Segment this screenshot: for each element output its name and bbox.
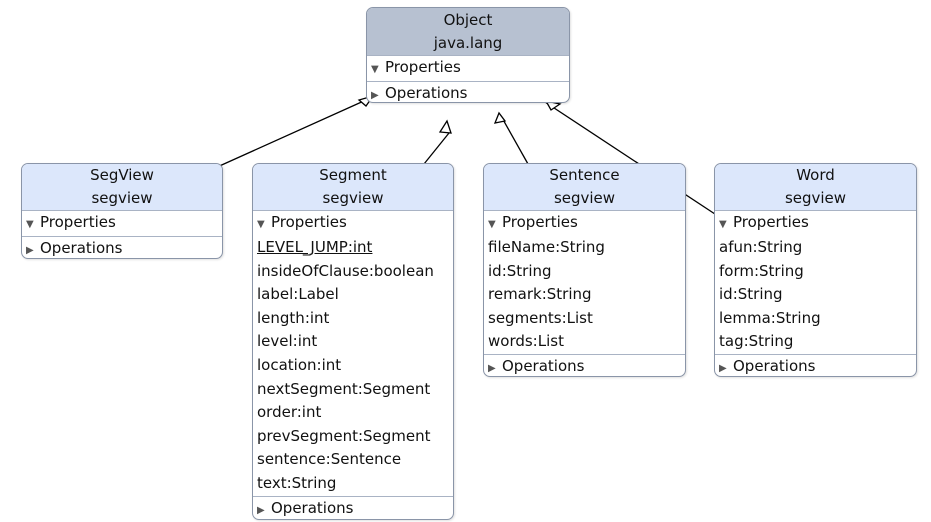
triangle-down-icon: ▼ [719,219,727,230]
properties-label: Properties [271,213,347,231]
operations-label: Operations [40,239,123,257]
operations-section[interactable]: ▶ Operations [22,237,222,258]
class-package: java.lang [433,34,503,52]
properties-toggle[interactable]: ▼ Properties [22,211,222,236]
operations-section[interactable]: ▶ Operations [253,497,453,519]
operations-section[interactable]: ▶ Operations [484,355,685,376]
properties-section[interactable]: ▼ Properties [367,56,569,82]
inheritance-arrowhead [438,119,452,134]
properties-section[interactable]: ▼ Properties afun:String form:String id:S… [715,211,916,355]
operations-toggle[interactable]: ▶ Operations [367,82,569,102]
attribute[interactable]: segments:List [488,308,593,327]
operations-label: Operations [502,356,585,375]
properties-label: Properties [502,213,578,231]
triangle-right-icon: ▶ [488,362,496,374]
class-header: Sentence segview [484,164,685,211]
class-package: segview [91,189,153,207]
edge-sentence-to-object [500,115,529,165]
attribute[interactable]: level:int [257,332,318,351]
properties-toggle[interactable]: ▼ Properties [484,211,685,236]
attribute[interactable]: fileName:String [488,238,605,256]
class-header: Word segview [715,164,916,211]
attribute[interactable]: location:int [257,355,342,374]
attribute[interactable]: text:String [257,473,337,492]
operations-section[interactable]: ▶ Operations [367,82,569,102]
properties-label: Properties [40,213,116,231]
class-word[interactable]: Word segview ▼ Properties afun:String for… [714,163,917,377]
attribute[interactable]: id:String [719,285,783,304]
operations-toggle[interactable]: ▶ Operations [484,355,685,376]
properties-toggle[interactable]: ▼ Properties [367,56,569,81]
attribute[interactable]: tag:String [719,332,794,351]
triangle-down-icon: ▼ [371,64,379,75]
operations-label: Operations [271,498,354,517]
class-name: Word [796,166,835,184]
properties-section[interactable]: ▼ Properties fileName:String id:String re… [484,211,685,355]
properties-label: Properties [733,213,809,231]
inheritance-arrowhead [493,111,507,124]
class-package: segview [784,189,847,207]
operations-label: Operations [385,84,468,102]
attribute[interactable]: LEVEL_JUMP:int [257,238,373,256]
class-package: segview [553,189,616,207]
properties-toggle[interactable]: ▼ Properties [253,211,453,236]
edge-segment-to-object [423,132,450,165]
attribute[interactable]: remark:String [488,285,592,304]
attribute[interactable]: prevSegment:Segment [257,426,431,445]
triangle-down-icon: ▼ [488,219,496,230]
properties-toggle[interactable]: ▼ Properties [715,211,916,236]
attribute[interactable]: lemma:String [719,308,821,327]
class-object[interactable]: Object java.lang ▼ Properties ▶ Operations [366,7,570,103]
edge-word-to-object [544,101,722,219]
attribute[interactable]: length:int [257,308,330,327]
edge-segview-to-object [214,99,367,169]
attribute[interactable]: words:List [488,332,564,351]
attribute[interactable]: label:Label [257,285,339,304]
class-name: SegView [90,166,154,184]
attribute[interactable]: order:int [257,403,322,422]
class-segview[interactable]: SegView segview ▼ Properties ▶ Operations [21,163,223,259]
properties-section[interactable]: ▼ Properties LEVEL_JUMP:int insideOfClaus… [253,211,453,497]
class-header: Object java.lang [367,8,569,56]
triangle-right-icon: ▶ [371,90,379,101]
triangle-right-icon: ▶ [26,245,34,256]
triangle-down-icon: ▼ [257,219,265,230]
triangle-down-icon: ▼ [26,219,34,230]
class-package: segview [322,189,384,207]
class-sentence[interactable]: Sentence segview ▼ Properties fileName:St… [483,163,686,377]
attribute[interactable]: id:String [488,261,552,280]
operations-toggle[interactable]: ▶ Operations [715,355,916,376]
class-name: Segment [319,166,387,184]
class-name: Object [443,11,493,29]
properties-label: Properties [385,58,461,76]
operations-toggle[interactable]: ▶ Operations [253,497,453,519]
attribute[interactable]: nextSegment:Segment [257,379,431,398]
operations-section[interactable]: ▶ Operations [715,355,916,376]
triangle-right-icon: ▶ [257,504,265,516]
class-name: Sentence [549,166,620,184]
triangle-right-icon: ▶ [719,362,727,374]
class-header: Segment segview [253,164,453,211]
attribute[interactable]: insideOfClause:boolean [257,261,434,280]
attribute[interactable]: form:String [719,261,804,280]
class-header: SegView segview [22,164,222,211]
attribute[interactable]: sentence:Sentence [257,450,402,469]
properties-section[interactable]: ▼ Properties [22,211,222,237]
operations-toggle[interactable]: ▶ Operations [22,237,222,258]
attribute[interactable]: afun:String [719,238,803,256]
class-segment[interactable]: Segment segview ▼ Properties LEVEL_JUMP:i… [252,163,454,520]
operations-label: Operations [733,356,816,375]
